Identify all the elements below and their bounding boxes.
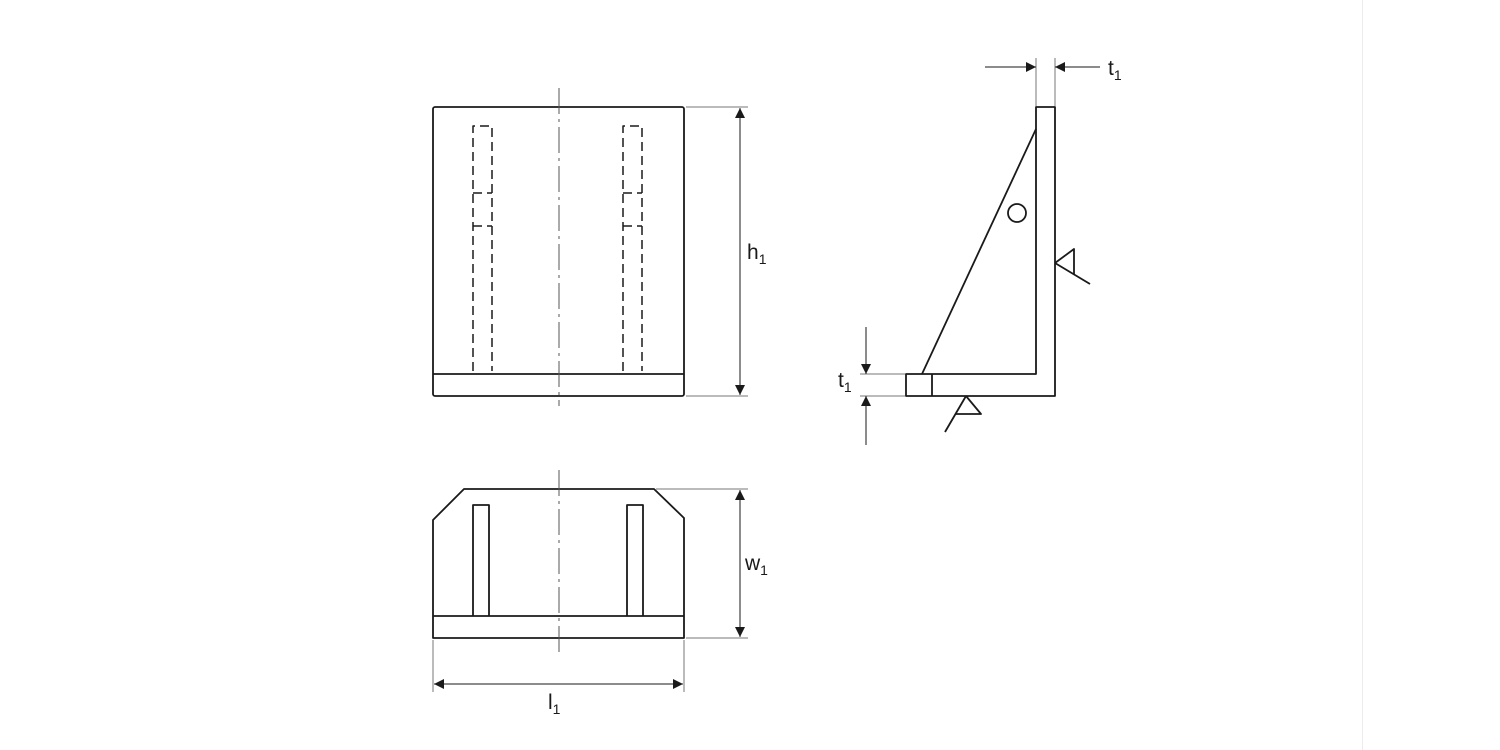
label-subscript: 1 [760,562,768,578]
label-base: t [1108,57,1114,80]
h1-dimension [686,106,748,397]
slot-left [472,504,490,616]
hidden-slots [472,125,643,371]
label-base: t [838,369,844,392]
label-subscript: 1 [552,701,561,717]
label-base: w [745,552,761,575]
t1-top-label: t1 [1108,58,1122,82]
t1-side-dimension [860,327,905,445]
w1-dimension [656,488,748,639]
h1-label: h1 [747,242,766,266]
angle-profile [905,106,1056,397]
t1-top-dimension [985,58,1100,106]
top-view [432,470,685,652]
w1-label: w1 [745,553,768,577]
gusset-line [921,128,1037,375]
l1-dimension [432,640,685,692]
side-view [905,106,1091,433]
label-base: h [747,241,759,264]
weld-symbol-vertical [1054,248,1091,285]
label-subscript: 1 [758,251,767,267]
page-edge-divider [1362,0,1363,750]
t1-side-label: t1 [838,370,852,394]
l1-label: l1 [548,692,560,716]
slot-right [626,504,644,616]
label-subscript: 1 [843,379,852,395]
label-subscript: 1 [1113,67,1122,83]
top-outline [432,488,685,639]
weld-symbol-bottom [944,395,982,433]
hole-circle [1007,203,1027,223]
label-base: l [548,691,553,714]
front-view [432,88,685,406]
